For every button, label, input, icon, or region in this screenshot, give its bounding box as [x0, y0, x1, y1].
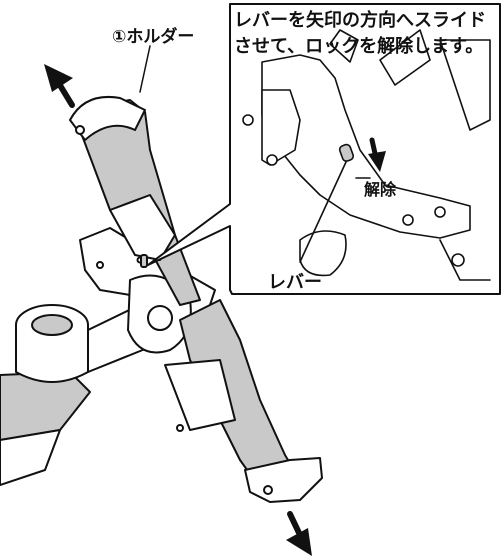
callout-line-1: レバーを矢印の方向へスライド [234, 10, 486, 31]
holder-leader-line [139, 45, 151, 93]
release-arrow [368, 137, 386, 172]
callout-instruction: レバーを矢印の方向へスライド させて、ロックを解除します。 [234, 8, 486, 60]
slide-arrow-up [44, 64, 75, 108]
slide-arrow-down [286, 511, 312, 556]
holder-label: ①ホルダー [112, 27, 195, 47]
release-label: 解除 [364, 180, 397, 199]
callout-box [147, 3, 501, 295]
callout-line-2: させて、ロックを解除します。 [234, 36, 484, 57]
lower-holder-arm [164, 299, 323, 503]
lever-label: レバー [268, 272, 322, 293]
